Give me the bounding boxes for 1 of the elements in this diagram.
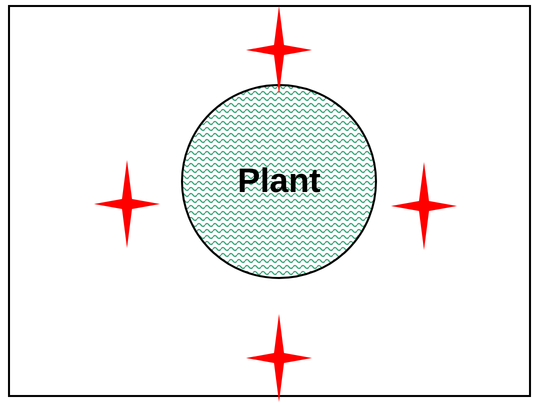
plant-circle: [181, 84, 377, 279]
